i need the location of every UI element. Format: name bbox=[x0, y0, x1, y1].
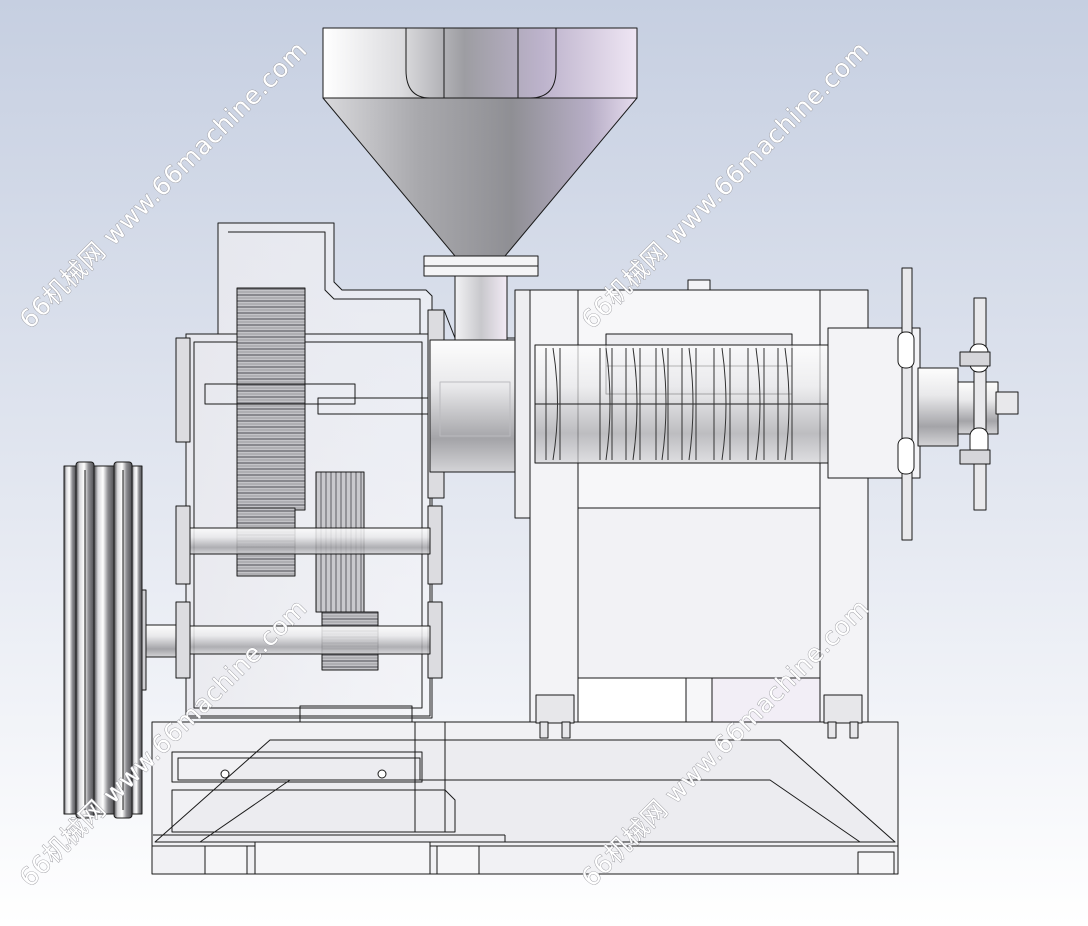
press-cage bbox=[529, 279, 869, 739]
motor-guard bbox=[171, 722, 456, 833]
feed-hopper bbox=[322, 27, 638, 341]
screw-flights bbox=[545, 347, 793, 461]
gearbox-shafts bbox=[189, 383, 431, 655]
base-frame bbox=[151, 721, 899, 875]
outlet-adjuster bbox=[827, 267, 1019, 541]
drive-pulley bbox=[63, 461, 182, 819]
